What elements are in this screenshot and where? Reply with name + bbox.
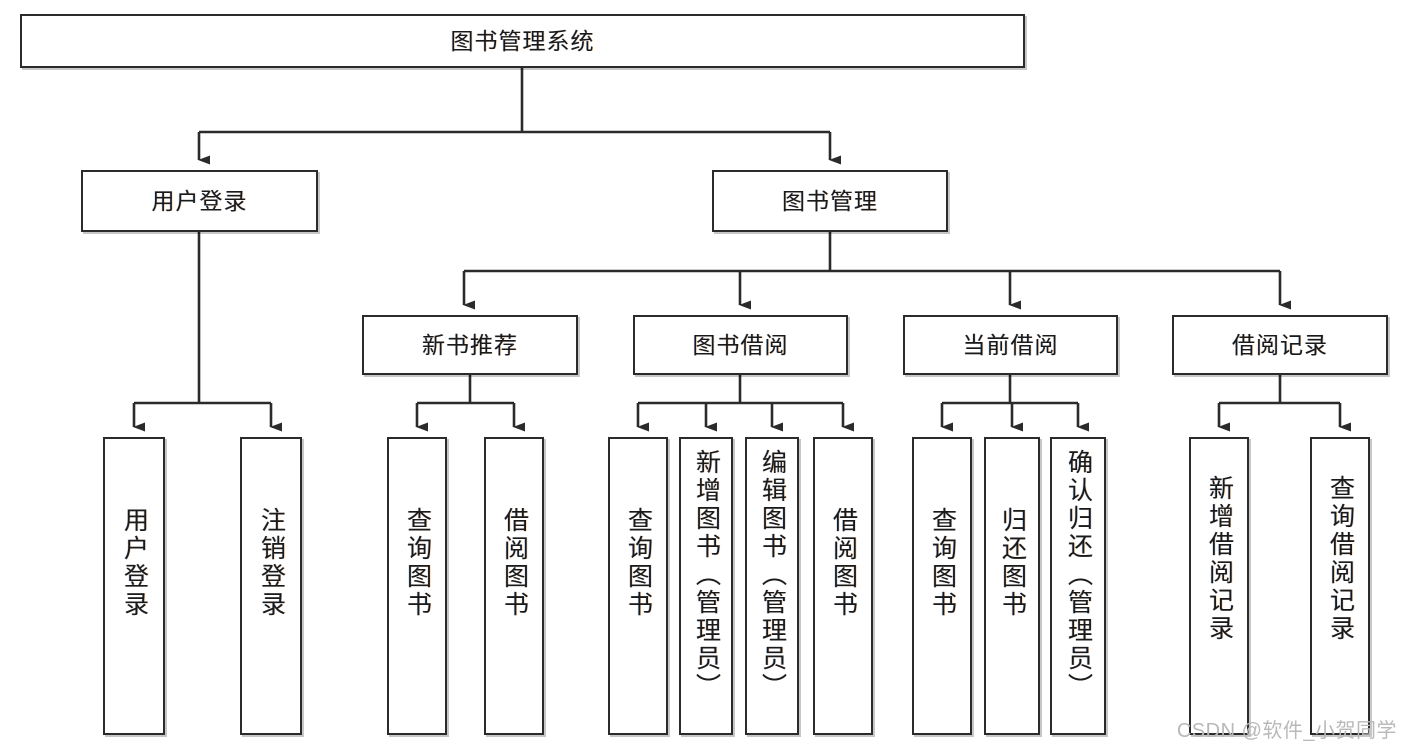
node-book-management-label: 图书管理 (782, 187, 878, 214)
leaf-query-book-newbooks[interactable]: 查询图书 (387, 437, 447, 735)
node-current-borrow-label: 当前借阅 (962, 331, 1059, 358)
leaf-return-book-label: 归还图书 (998, 507, 1027, 619)
leaf-user-login[interactable]: 用户登录 (103, 437, 165, 735)
node-book-borrow[interactable]: 图书借阅 (633, 315, 848, 375)
node-user-login-label: 用户登录 (151, 187, 248, 214)
leaf-add-borrow-record-label: 新增借阅记录 (1205, 475, 1234, 643)
leaf-borrow-book-newbooks[interactable]: 借阅图书 (484, 437, 544, 735)
leaf-borrow-book-borrow-label: 借阅图书 (829, 507, 858, 619)
leaf-user-login-label: 用户登录 (120, 507, 149, 619)
leaf-borrow-book-borrow[interactable]: 借阅图书 (813, 437, 873, 735)
node-new-book-recommend[interactable]: 新书推荐 (362, 315, 578, 375)
leaf-add-borrow-record[interactable]: 新增借阅记录 (1189, 437, 1249, 735)
leaf-query-book-borrow-label: 查询图书 (624, 507, 653, 619)
node-root[interactable]: 图书管理系统 (20, 14, 1025, 68)
leaf-query-book-newbooks-label: 查询图书 (403, 507, 432, 619)
node-current-borrow[interactable]: 当前借阅 (903, 315, 1118, 375)
leaf-add-book-admin-label: 新增图书（管理员） (692, 449, 721, 701)
leaf-confirm-return-admin[interactable]: 确认归还（管理员） (1050, 437, 1106, 735)
node-borrow-record[interactable]: 借阅记录 (1172, 315, 1388, 375)
leaf-logout[interactable]: 注销登录 (240, 437, 302, 735)
leaf-query-book-current-label: 查询图书 (928, 507, 957, 619)
leaf-edit-book-admin-label: 编辑图书（管理员） (758, 449, 787, 701)
node-new-book-recommend-label: 新书推荐 (422, 331, 518, 358)
node-root-label: 图书管理系统 (450, 27, 595, 54)
node-borrow-record-label: 借阅记录 (1232, 331, 1328, 358)
leaf-query-book-current[interactable]: 查询图书 (912, 437, 972, 735)
node-book-management[interactable]: 图书管理 (712, 170, 948, 232)
leaf-confirm-return-admin-label: 确认归还（管理员） (1064, 449, 1093, 701)
leaf-borrow-book-newbooks-label: 借阅图书 (500, 507, 529, 619)
leaf-add-book-admin[interactable]: 新增图书（管理员） (679, 437, 733, 735)
leaf-query-book-borrow[interactable]: 查询图书 (608, 437, 668, 735)
node-book-borrow-label: 图书借阅 (692, 331, 789, 358)
node-user-login[interactable]: 用户登录 (81, 170, 318, 232)
leaf-edit-book-admin[interactable]: 编辑图书（管理员） (745, 437, 799, 735)
leaf-query-borrow-record-label: 查询借阅记录 (1326, 475, 1355, 643)
leaf-return-book[interactable]: 归还图书 (984, 437, 1040, 735)
watermark-text: CSDN @软件_小贺同学 (1176, 720, 1397, 742)
leaf-query-borrow-record[interactable]: 查询借阅记录 (1310, 437, 1370, 735)
leaf-logout-label: 注销登录 (257, 507, 286, 619)
